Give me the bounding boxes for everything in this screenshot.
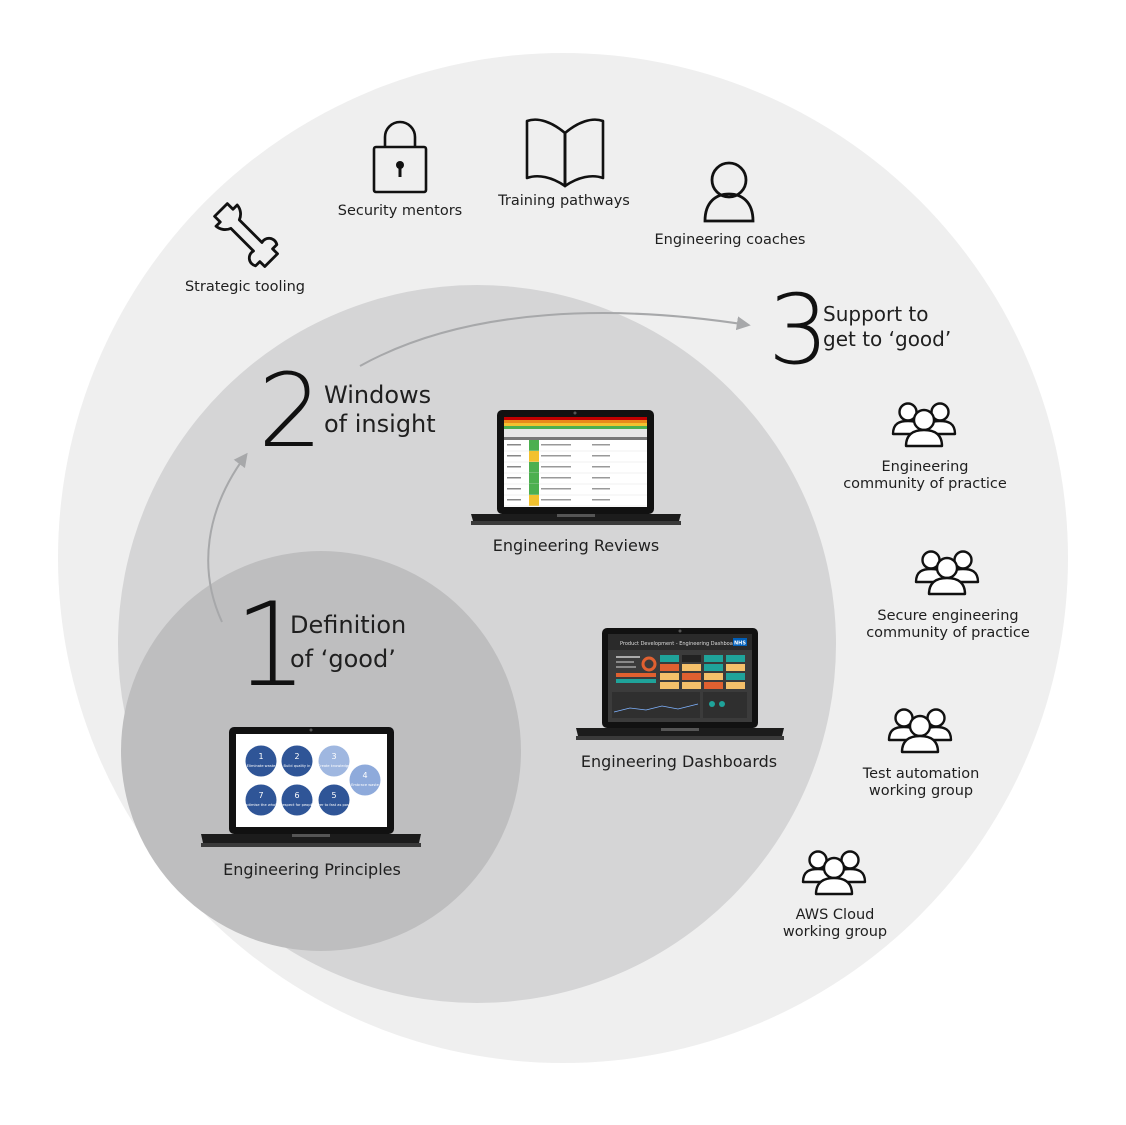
step-3-title-line2: get to ‘good’ — [823, 327, 952, 351]
laptop-label-principles: Engineering Principles — [223, 860, 401, 879]
principle-text: Create knowledge — [318, 764, 351, 768]
label-secure-engineering-cop-line1: Secure engineering — [877, 608, 1019, 624]
people-group-icon-secure-engineering-cop — [914, 550, 980, 596]
principle-number: 1 — [258, 752, 263, 761]
step-2-number: 2 — [258, 352, 323, 471]
step-1-title-line2: of ‘good’ — [290, 645, 396, 673]
label-engineering-cop-line2: community of practice — [843, 476, 1007, 492]
principle-number: 6 — [294, 791, 299, 800]
people-group-icon-engineering-cop — [891, 402, 957, 448]
step-3-title: Support to get to ‘good’ — [823, 302, 951, 352]
person-icon — [703, 161, 755, 223]
step-2-title: Windows of insight — [324, 381, 436, 439]
step-3-title-line1: Support to — [823, 302, 929, 326]
wrench-icon — [213, 202, 279, 268]
label-engineering-cop: Engineering community of practice — [835, 459, 1015, 493]
padlock-icon — [372, 120, 428, 194]
laptop-reviews — [471, 410, 681, 525]
label-aws-cloud-line1: AWS Cloud — [795, 907, 875, 923]
step-1-title: Definition of ‘good’ — [290, 611, 406, 674]
laptop-dashboards: Product Development - Engineering Dashbo… — [576, 628, 784, 740]
arrow-1-to-2 — [207, 452, 248, 623]
step-2-title-line2: of insight — [324, 410, 436, 438]
label-test-automation-line1: Test automation — [862, 766, 980, 782]
principle-number: 7 — [258, 791, 263, 800]
laptop-label-dashboards: Engineering Dashboards — [580, 752, 778, 771]
principle-number: 4 — [362, 771, 367, 780]
principle-number: 3 — [331, 752, 336, 761]
label-training-pathways: Training pathways — [498, 193, 630, 209]
label-aws-cloud: AWS Cloud working group — [745, 907, 925, 941]
label-secure-engineering-cop-line2: community of practice — [866, 625, 1030, 641]
book-icon — [525, 118, 605, 188]
step-3-number: 3 — [768, 274, 830, 386]
principle-text: Optimise the whole — [244, 803, 280, 807]
dashboard-screen-badge: NHS — [734, 641, 746, 647]
label-engineering-coaches: Engineering coaches — [654, 232, 806, 248]
principle-text: Respect for people — [280, 803, 314, 807]
label-strategic-tooling: Strategic tooling — [184, 279, 306, 295]
label-test-automation-line2: working group — [868, 783, 974, 799]
principle-text: Eliminate waste — [247, 764, 276, 768]
laptop-label-reviews: Engineering Reviews — [492, 536, 660, 555]
step-2-title-line1: Windows — [324, 381, 432, 409]
arrow-2-to-3 — [359, 312, 751, 367]
step-1-title-line1: Definition — [290, 611, 407, 639]
principle-text: Deliver to fast as possible — [311, 803, 358, 807]
principle-text: Build quality in — [284, 764, 311, 768]
label-aws-cloud-line2: working group — [782, 924, 888, 940]
principle-number: 2 — [294, 752, 299, 761]
label-test-automation: Test automation working group — [831, 766, 1011, 800]
label-secure-engineering-cop: Secure engineering community of practice — [858, 608, 1038, 642]
label-security-mentors: Security mentors — [337, 203, 463, 219]
label-engineering-cop-line1: Engineering — [881, 459, 969, 475]
people-group-icon-test-automation — [887, 708, 953, 754]
principle-text: Embrace waste — [351, 783, 379, 787]
dashboard-screen-title: Product Development - Engineering Dashbo… — [620, 641, 738, 647]
step-1-number: 1 — [234, 578, 308, 713]
principle-number: 5 — [331, 791, 336, 800]
people-group-icon-aws-cloud — [801, 850, 867, 896]
